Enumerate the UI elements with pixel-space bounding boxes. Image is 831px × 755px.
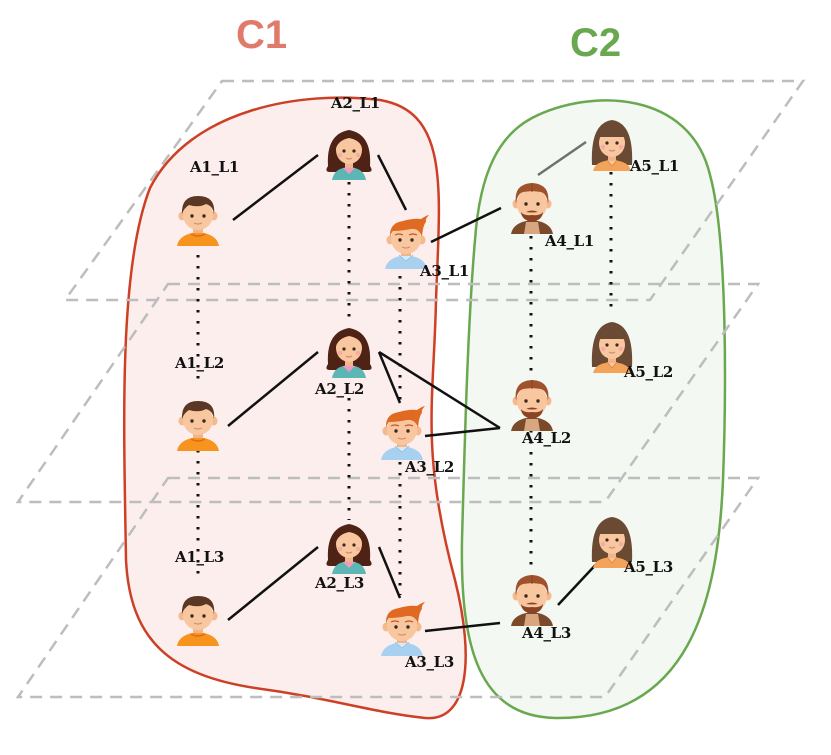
edge-a2l3-a3l3 bbox=[377, 546, 402, 599]
node-labels: A1_L1 A2_L1 A3_L1 A4_L1 A5_L1 A1_L2 A2_L… bbox=[174, 94, 679, 671]
cluster-c2-region bbox=[460, 99, 727, 720]
node-label-a3-l2: A3_L2 bbox=[404, 458, 454, 476]
node-label-a2-l3: A2_L3 bbox=[314, 574, 364, 592]
layer-plane-l2 bbox=[15, 282, 761, 504]
edge-a3l1-a4l1 bbox=[430, 206, 502, 244]
node-label-a4-l2: A4_L2 bbox=[521, 429, 571, 447]
node-label-a1-l2: A1_L2 bbox=[174, 354, 224, 372]
edge-a3l3-a4l3 bbox=[424, 621, 501, 633]
edge-a2l1-a3l1 bbox=[376, 154, 408, 211]
node-label-a1-l1: A1_L1 bbox=[189, 158, 239, 176]
node-label-a5-l1: A5_L1 bbox=[629, 157, 679, 175]
node-label-a2-l2: A2_L2 bbox=[314, 380, 364, 398]
node-label-a1-l3: A1_L3 bbox=[174, 548, 224, 566]
node-label-a3-l1: A3_L1 bbox=[419, 262, 469, 280]
node-label-a5-l2: A5_L2 bbox=[623, 363, 673, 381]
edge-a1l2-a2l2 bbox=[227, 351, 319, 427]
edge-a4l1-a5l1[interactable] bbox=[537, 140, 587, 177]
cluster-title-c1: C1 bbox=[236, 13, 287, 57]
node-label-a4-l3: A4_L3 bbox=[521, 624, 571, 642]
cluster-c1-region bbox=[122, 96, 467, 720]
edge-a3l2-a4l2 bbox=[424, 426, 501, 438]
node-label-a3-l3: A3_L3 bbox=[404, 653, 454, 671]
node-label-a5-l3: A5_L3 bbox=[623, 558, 673, 576]
inter-layer-edges bbox=[196, 172, 613, 595]
edge-a1l1-a2l1 bbox=[232, 154, 319, 221]
edge-a2l2-a4l2 bbox=[378, 350, 501, 430]
layer-plane-l1 bbox=[62, 79, 806, 302]
cluster-title-c2: C2 bbox=[570, 21, 621, 65]
node-label-a4-l1: A4_L1 bbox=[544, 232, 594, 250]
intra-layer-edges bbox=[227, 140, 603, 633]
edge-a2l2-a3l2 bbox=[377, 351, 402, 404]
node-label-a2-l1: A2_L1 bbox=[330, 94, 380, 112]
edge-a1l3-a2l3 bbox=[227, 546, 319, 621]
